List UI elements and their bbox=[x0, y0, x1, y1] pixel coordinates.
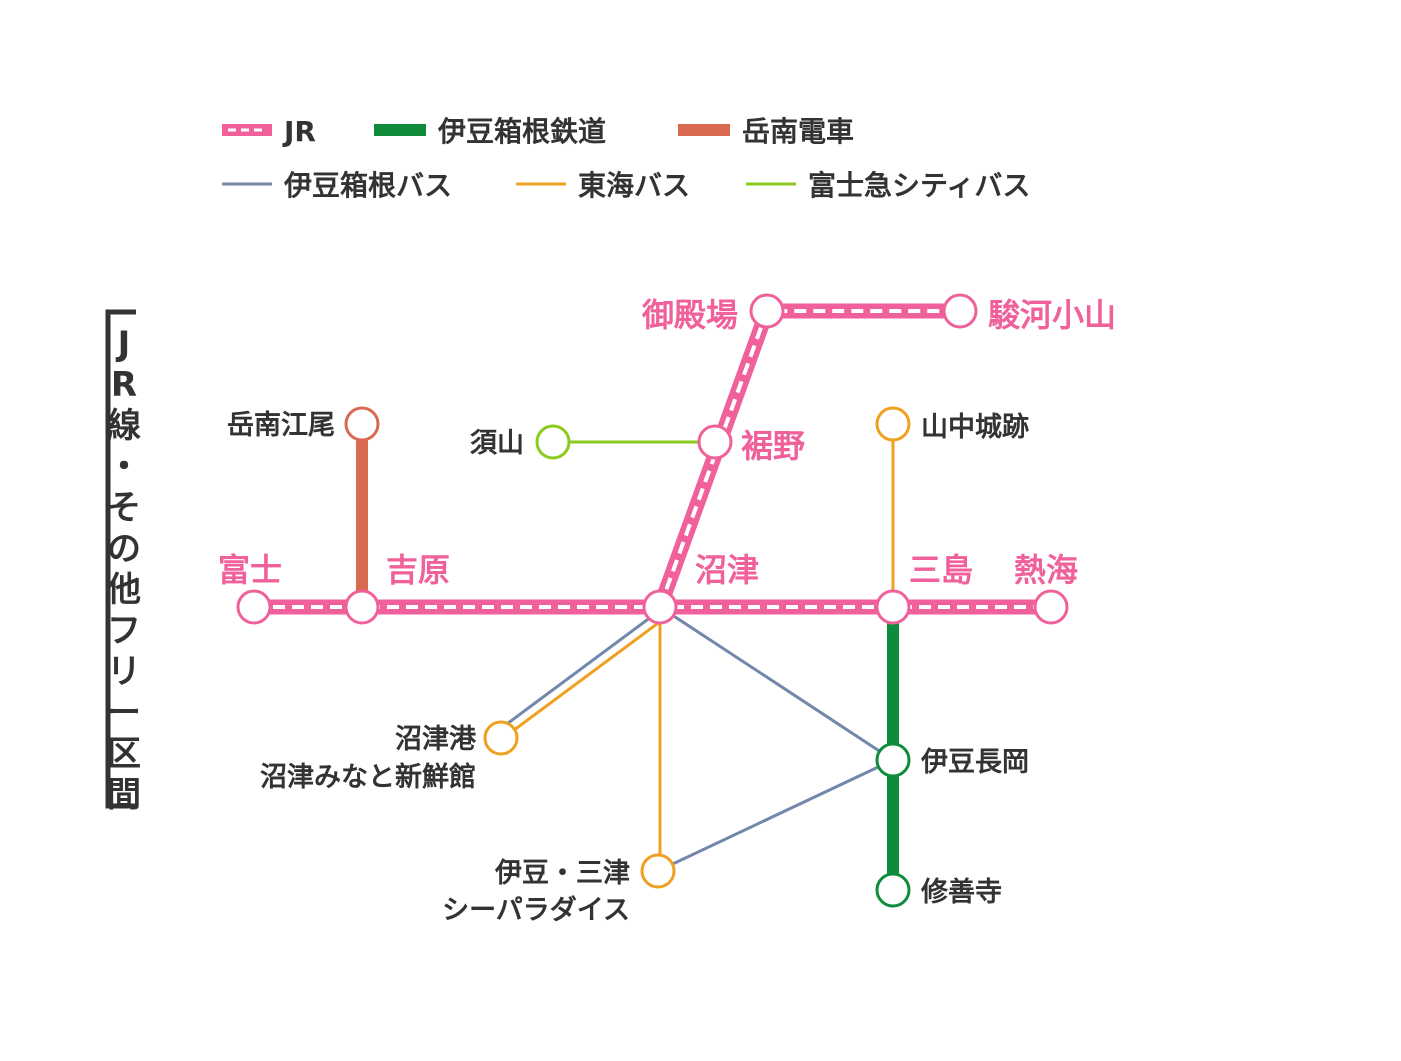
station-marker-atami[interactable] bbox=[1033, 589, 1069, 625]
legend-item-izuhakone-bus: 伊豆箱根バス bbox=[222, 169, 452, 202]
station-marker-fuji[interactable] bbox=[236, 589, 272, 625]
station-marker-izunagaoka[interactable] bbox=[875, 742, 911, 778]
station-label-numazu: 沼津 bbox=[695, 551, 759, 589]
station-marker-numazu[interactable] bbox=[642, 589, 678, 625]
station-label-susono: 裾野 bbox=[741, 427, 805, 465]
station-label-surugaoyama: 駿河小山 bbox=[988, 296, 1116, 334]
izuhakone-bus-numazu-numazuko bbox=[495, 612, 656, 734]
legend-item-gakunan: 岳南電車 bbox=[678, 115, 854, 148]
legend-label-izuhakone-rail: 伊豆箱根鉄道 bbox=[437, 115, 606, 148]
side-title-char: 他 bbox=[106, 570, 141, 610]
station-label-gotemba: 御殿場 bbox=[641, 296, 738, 334]
legend-item-izuhakone-rail: 伊豆箱根鉄道 bbox=[374, 115, 606, 148]
station-label-numazuko-line1: 沼津港 bbox=[395, 724, 477, 755]
station-marker-shuzenji[interactable] bbox=[875, 872, 911, 908]
legend-item-fujikyu-bus: 富士急シティバス bbox=[746, 169, 1030, 202]
izuhakone-bus-nagaoka-mito bbox=[659, 758, 894, 872]
legend-label-jr: JR bbox=[282, 115, 316, 148]
station-label-fuji: 富士 bbox=[218, 551, 282, 589]
station-markers bbox=[236, 293, 1069, 908]
legend-item-tokai-bus: 東海バス bbox=[516, 169, 690, 202]
side-title-char: の bbox=[107, 529, 141, 569]
station-label-mishima: 三島 bbox=[909, 551, 973, 589]
station-marker-yoshiwara[interactable] bbox=[344, 589, 380, 625]
izuhakone-bus-numazu-nagaoka bbox=[659, 605, 894, 762]
station-label-numazuko-line2: 沼津みなと新鮮館 bbox=[260, 761, 476, 793]
tokai-bus-numazu-numazuko bbox=[505, 616, 666, 738]
side-title-char: 区 bbox=[107, 734, 141, 774]
side-title-char: ・ bbox=[107, 447, 141, 487]
side-title-bracket bbox=[105, 309, 136, 809]
station-label-shuzenji: 修善寺 bbox=[920, 876, 1002, 908]
side-title-char: ー bbox=[107, 693, 141, 733]
station-marker-mishima[interactable] bbox=[875, 589, 911, 625]
station-marker-numazuko[interactable] bbox=[483, 720, 519, 756]
station-marker-suyama[interactable] bbox=[535, 424, 571, 460]
station-label-suyama: 須山 bbox=[470, 428, 524, 459]
side-title-char: フ bbox=[107, 611, 141, 651]
station-marker-susono[interactable] bbox=[697, 424, 733, 460]
station-label-mito-line2: シーパラダイス bbox=[442, 894, 630, 926]
station-marker-surugaoyama[interactable] bbox=[942, 293, 978, 329]
side-title-char: R bbox=[111, 365, 137, 405]
legend-label-tokai-bus: 東海バス bbox=[578, 169, 690, 202]
station-label-mito-line1: 伊豆・三津 bbox=[494, 858, 630, 889]
station-label-yoshiwara: 吉原 bbox=[386, 551, 450, 589]
legend-label-izuhakone-bus: 伊豆箱根バス bbox=[283, 169, 452, 202]
station-marker-yamanaka[interactable] bbox=[875, 406, 911, 442]
station-label-atami: 熱海 bbox=[1014, 551, 1078, 589]
bus-lines bbox=[495, 424, 895, 872]
station-marker-gakunan-enoo[interactable] bbox=[344, 406, 380, 442]
station-marker-gotemba[interactable] bbox=[749, 293, 785, 329]
side-title-char: そ bbox=[107, 488, 141, 528]
station-label-yamanaka: 山中城跡 bbox=[921, 412, 1029, 443]
side-title-char: リ bbox=[107, 652, 141, 692]
legend-label-gakunan: 岳南電車 bbox=[742, 115, 854, 148]
legend: JR 伊豆箱根鉄道 岳南電車 伊豆箱根バス 東海バス 富士急シティバス bbox=[222, 115, 1030, 202]
legend-label-fujikyu-bus: 富士急シティバス bbox=[808, 169, 1030, 202]
side-title-char: J bbox=[116, 324, 131, 364]
station-labels: 御殿場 駿河小山 裾野 須山 岳南江尾 山中城跡 富士 吉原 沼津 三島 熱海 … bbox=[218, 296, 1116, 926]
side-title-char: 線 bbox=[107, 406, 141, 446]
side-title-char: 間 bbox=[107, 775, 141, 815]
station-label-izunagaoka: 伊豆長岡 bbox=[920, 747, 1029, 778]
station-label-gakunan-enoo: 岳南江尾 bbox=[227, 410, 335, 441]
station-marker-mito[interactable] bbox=[640, 853, 676, 889]
legend-item-jr: JR bbox=[222, 115, 316, 148]
